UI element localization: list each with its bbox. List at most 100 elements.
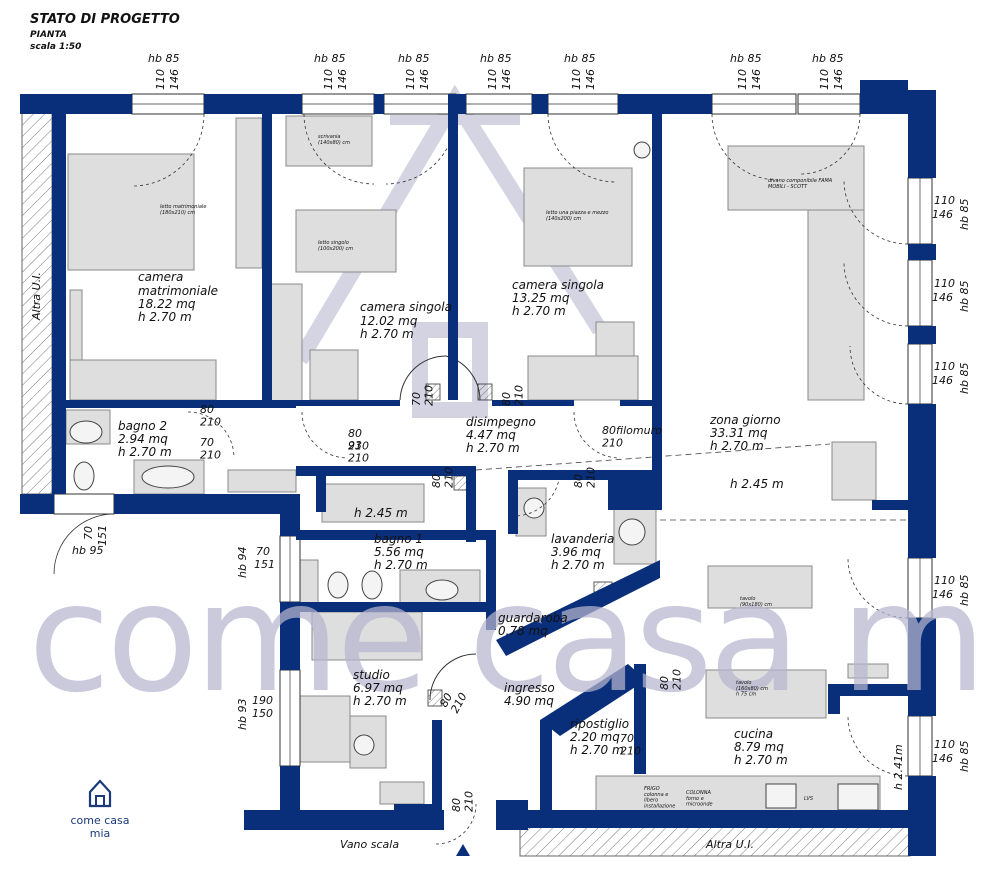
- brand-logo: come casa mia: [60, 778, 140, 840]
- svg-text:hb 95: hb 95: [72, 544, 103, 557]
- desk: [285, 115, 373, 167]
- stairwell-label: Vano scala: [340, 838, 399, 851]
- svg-text:hb 85: hb 85: [730, 52, 761, 65]
- svg-text:146: 146: [932, 374, 953, 387]
- svg-text:146: 146: [750, 69, 763, 90]
- svg-text:12.02 mq: 12.02 mq: [360, 314, 418, 328]
- door-label: 70210: [410, 385, 436, 406]
- height-label: h 2.45 m: [354, 506, 408, 520]
- svg-text:h 2.70 m: h 2.70 m: [466, 441, 520, 455]
- svg-text:6.97 mq: 6.97 mq: [353, 681, 403, 695]
- svg-text:146: 146: [932, 588, 953, 601]
- svg-text:camera singola: camera singola: [512, 278, 604, 292]
- room-guardaroba: guardaroba 0.78 mq: [498, 611, 568, 638]
- svg-text:150: 150: [252, 707, 273, 720]
- room-bagno-1: bagno 1 5.56 mq h 2.70 m: [374, 532, 428, 572]
- house-icon: [88, 779, 112, 808]
- svg-text:disimpegno: disimpegno: [466, 415, 536, 429]
- svg-text:cucina: cucina: [734, 727, 773, 741]
- walls: [20, 80, 936, 856]
- room-bagno-2: bagno 2 2.94 mq h 2.70 m: [118, 419, 172, 459]
- dining-table: [707, 565, 813, 609]
- furniture-labels: letto matrimoniale(180x210) cm scrivania…: [160, 134, 833, 809]
- svg-text:110: 110: [570, 69, 583, 90]
- height-label: h 2.45 m: [730, 477, 784, 491]
- svg-text:ripostiglio: ripostiglio: [570, 717, 629, 731]
- room-area: 18.22 mq: [138, 297, 196, 311]
- svg-text:h 2.70 m: h 2.70 m: [551, 558, 605, 572]
- drawing-scale: scala 1:50: [30, 42, 82, 52]
- room-disimpegno: disimpegno 4.47 mq h 2.70 m: [466, 415, 536, 455]
- svg-text:guardaroba: guardaroba: [498, 611, 568, 625]
- svg-text:h 2.70 m: h 2.70 m: [570, 743, 624, 757]
- neighbor-bottom-label: Altra U.I.: [705, 838, 754, 851]
- svg-text:5.56 mq: 5.56 mq: [374, 545, 424, 559]
- furniture-label: scrivania(140x80) cm: [318, 134, 350, 146]
- room-cucina: cucina 8.79 mq h 2.70 m: [734, 727, 788, 767]
- svg-text:bagno 2: bagno 2: [118, 419, 167, 433]
- svg-text:146: 146: [584, 69, 597, 90]
- furniture-label: tavolo(90x180) cm: [740, 596, 772, 608]
- svg-text:70: 70: [256, 545, 270, 558]
- door-label: 80210: [500, 385, 526, 406]
- svg-text:hb 85: hb 85: [564, 52, 595, 65]
- svg-text:hb 85: hb 85: [958, 199, 971, 230]
- svg-text:hb 85: hb 85: [314, 52, 345, 65]
- svg-text:4.90 mq: 4.90 mq: [504, 694, 554, 708]
- svg-text:146: 146: [418, 69, 431, 90]
- svg-text:h 2.70 m: h 2.70 m: [118, 445, 172, 459]
- svg-text:hb 85: hb 85: [958, 575, 971, 606]
- svg-text:146: 146: [932, 291, 953, 304]
- bed-one-and-half: [523, 167, 633, 267]
- svg-text:ingresso: ingresso: [504, 681, 555, 695]
- svg-text:h 2.70 m: h 2.70 m: [512, 304, 566, 318]
- entrance-arrow-icon: [456, 844, 470, 856]
- neighbor-left-label: Altra U.I.: [30, 272, 43, 321]
- watermark-text: come casa mia: [28, 552, 990, 726]
- single-bed: [295, 209, 397, 273]
- svg-text:110: 110: [154, 69, 167, 90]
- furniture-label: LVS: [804, 796, 814, 802]
- svg-text:hb 93: hb 93: [236, 699, 249, 730]
- svg-text:146: 146: [932, 208, 953, 221]
- svg-text:4.47 mq: 4.47 mq: [466, 428, 516, 442]
- svg-text:70: 70: [82, 526, 95, 540]
- svg-text:hb 85: hb 85: [958, 741, 971, 772]
- svg-text:2.94 mq: 2.94 mq: [118, 432, 168, 446]
- svg-text:2.20 mq: 2.20 mq: [570, 730, 620, 744]
- room-lavanderia: lavanderia 3.96 mq h 2.70 m: [551, 532, 614, 572]
- svg-text:zona giorno: zona giorno: [709, 413, 781, 427]
- neighbor-hatch-bottom: [519, 825, 911, 857]
- kitchen-counter: [595, 775, 881, 813]
- double-bed: [67, 153, 195, 271]
- door-label: 80210: [658, 669, 684, 690]
- svg-text:110: 110: [736, 69, 749, 90]
- room-camera-singola-2: camera singola 13.25 mq h 2.70 m: [512, 278, 604, 318]
- svg-text:110: 110: [404, 69, 417, 90]
- svg-text:146: 146: [168, 69, 181, 90]
- svg-text:110: 110: [934, 194, 955, 207]
- svg-text:hb 85: hb 85: [148, 52, 179, 65]
- svg-text:3.96 mq: 3.96 mq: [551, 545, 601, 559]
